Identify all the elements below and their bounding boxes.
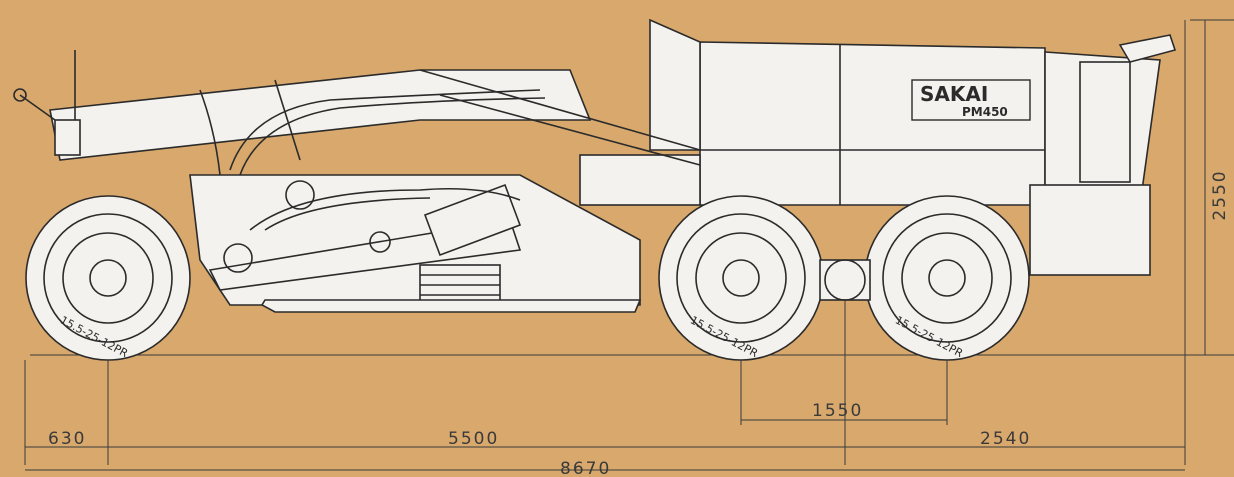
dim-tandem-spacing: 1550	[812, 401, 863, 421]
dim-overall-length: 8670	[560, 459, 611, 477]
logo-model: PM450	[962, 105, 1008, 119]
dim-overall-height: 2550	[1210, 169, 1230, 220]
hydraulic-lines	[199, 79, 546, 231]
brand-logo: SAKAI PM450	[911, 79, 1031, 121]
rear-wheel: 15.5-25-12PR	[864, 195, 1030, 361]
front-wheel: 15.5-25-12PR	[25, 195, 191, 361]
tandem-axle	[819, 259, 871, 301]
front-console	[13, 50, 81, 156]
engine-housing	[579, 18, 1177, 276]
skid-plate	[260, 299, 642, 313]
dim-wheelbase-front: 5500	[448, 429, 499, 449]
logo-brand: SAKAI	[920, 82, 988, 106]
dim-front-overhang: 630	[48, 429, 86, 449]
middle-wheel: 15.5-25-12PR	[658, 195, 824, 361]
housing-hubs	[223, 180, 391, 273]
main-boom	[49, 69, 701, 166]
dimension-lines	[24, 19, 1234, 471]
rotor-housing	[189, 174, 641, 306]
dim-rear-overhang: 2540	[980, 429, 1031, 449]
